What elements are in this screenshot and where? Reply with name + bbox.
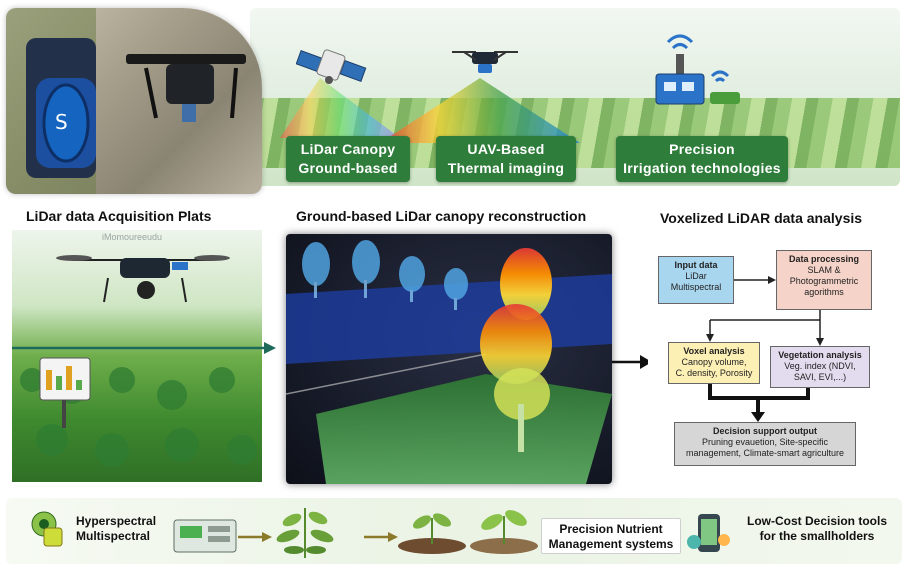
fc-voxel-title: Voxel analysis xyxy=(683,346,745,356)
fc-processing-line3: agorithms xyxy=(804,287,844,297)
fc-processing-title: Data processing xyxy=(788,254,860,264)
mobile-decision-tool-icon xyxy=(687,514,730,552)
scan-boundary-line xyxy=(286,353,487,395)
sensing-beams xyxy=(280,78,580,143)
label-irrigation-line1: Precision xyxy=(669,141,735,157)
label-hyperspectral-line1: Hyperspectral xyxy=(76,514,157,528)
bottom-band xyxy=(6,498,902,564)
title-voxel-analysis: Voxelized LiDAR data analysis xyxy=(660,210,863,226)
fc-decision-support: Decision support output Pruning evauetio… xyxy=(674,422,856,466)
ground-point-cloud xyxy=(316,374,612,484)
drone-operator-photo: S xyxy=(6,8,262,194)
label-lowcost-line2: for the smallholders xyxy=(759,529,875,543)
crop-canopy xyxy=(20,367,257,467)
fc-vegetation-title: Vegetation analysis xyxy=(778,350,862,360)
fc-decision-line2: management, Climate-smart agriculture xyxy=(685,448,845,458)
voxel-flowchart: Input data LiDar Multispectral Data proc… xyxy=(648,234,900,486)
label-hyperspectral-line2: Multispectral xyxy=(76,529,151,543)
seedling-soil-icons xyxy=(398,510,538,554)
label-uav-thermal: UAV-Based Thermal imaging xyxy=(436,136,576,182)
drone-operator-scene: S xyxy=(6,8,246,194)
plant-growth-icon xyxy=(276,508,334,558)
fc-decision-title: Decision support output xyxy=(713,426,817,436)
acquisition-scene xyxy=(20,255,257,467)
title-acquisition: LiDar data Acquisition Plats xyxy=(26,208,212,224)
fc-input-data: Input data LiDar Multispectral xyxy=(658,256,734,304)
fc-input-title: Input data xyxy=(674,260,718,270)
analyzer-device-icon xyxy=(173,519,237,553)
fc-vegetation-analysis: Vegetation analysis Veg. index (NDVI, SA… xyxy=(770,346,870,388)
satellite-beam xyxy=(280,78,400,138)
label-pnm-line1: Precision Nutrient xyxy=(559,522,663,536)
label-pnm-line2: Management systems xyxy=(548,537,674,551)
flowchart-connectors xyxy=(706,276,824,422)
arrow-acquisition-to-recon xyxy=(12,342,276,354)
point-cloud-scene xyxy=(286,240,612,484)
watermark-text: iMomoureeudu xyxy=(102,232,163,242)
label-low-cost-tools: Low-Cost Decision tools for the smallhol… xyxy=(742,514,892,544)
arrow-device-to-plant xyxy=(238,532,272,542)
label-lidar-line2: Ground-based xyxy=(298,160,398,176)
label-lowcost-line1: Low-Cost Decision tools xyxy=(746,514,887,528)
label-uav-line2: Thermal imaging xyxy=(447,160,565,176)
fc-input-line1: LiDar xyxy=(685,271,707,281)
reconstructed-tree xyxy=(480,248,552,452)
satellite-icon xyxy=(296,49,367,84)
title-reconstruction: Ground-based LiDar canopy reconstruction xyxy=(296,208,587,224)
label-lidar-canopy-ground: LiDar Canopy Ground-based xyxy=(286,136,410,182)
uav-drone-icon xyxy=(452,51,518,73)
fc-vegetation-line1: Veg. index (NDVI, xyxy=(784,361,856,371)
fc-decision-line1: Pruning evauetion, Site-specific xyxy=(701,437,829,447)
label-hyperspectral: Hyperspectral Multispectral xyxy=(76,514,156,544)
fc-data-processing: Data processing SLAM & Photogrammetric a… xyxy=(776,250,872,310)
fc-processing-line2: Photogrammetric xyxy=(789,276,859,286)
acquisition-panel: iMomoureeudu xyxy=(12,230,262,482)
label-irrigation-line2: Irrigation technologies xyxy=(623,160,781,176)
arrow-plant-to-seedling xyxy=(364,532,398,542)
fc-vegetation-line2: SAVI, EVI,...) xyxy=(793,372,847,382)
fc-input-line2: Multispectral xyxy=(670,282,722,292)
background-trees xyxy=(302,240,468,310)
irrigation-sensor-icon xyxy=(655,34,740,105)
fc-voxel-line2: C. density, Porosity xyxy=(675,368,753,378)
field-sensor-tablet-icon xyxy=(39,357,91,428)
fc-voxel-analysis: Voxel analysis Canopy volume, C. density… xyxy=(668,342,760,384)
label-uav-line1: UAV-Based xyxy=(467,141,545,157)
label-precision-irrigation: Precision Irrigation technologies xyxy=(616,136,788,182)
fc-voxel-line1: Canopy volume, xyxy=(681,357,747,367)
drone-thermal-beam xyxy=(380,78,580,143)
label-lidar-line1: LiDar Canopy xyxy=(300,141,396,157)
point-cloud-reconstruction xyxy=(286,234,612,484)
arrow-recon-to-analysis xyxy=(612,355,652,369)
field-drone-icon xyxy=(56,255,230,303)
svg-text:S: S xyxy=(55,110,68,134)
fc-processing-line1: SLAM & xyxy=(807,265,841,275)
hyperspectral-sensor-icon xyxy=(31,511,63,547)
label-precision-nutrient: Precision Nutrient Management systems xyxy=(541,518,681,554)
